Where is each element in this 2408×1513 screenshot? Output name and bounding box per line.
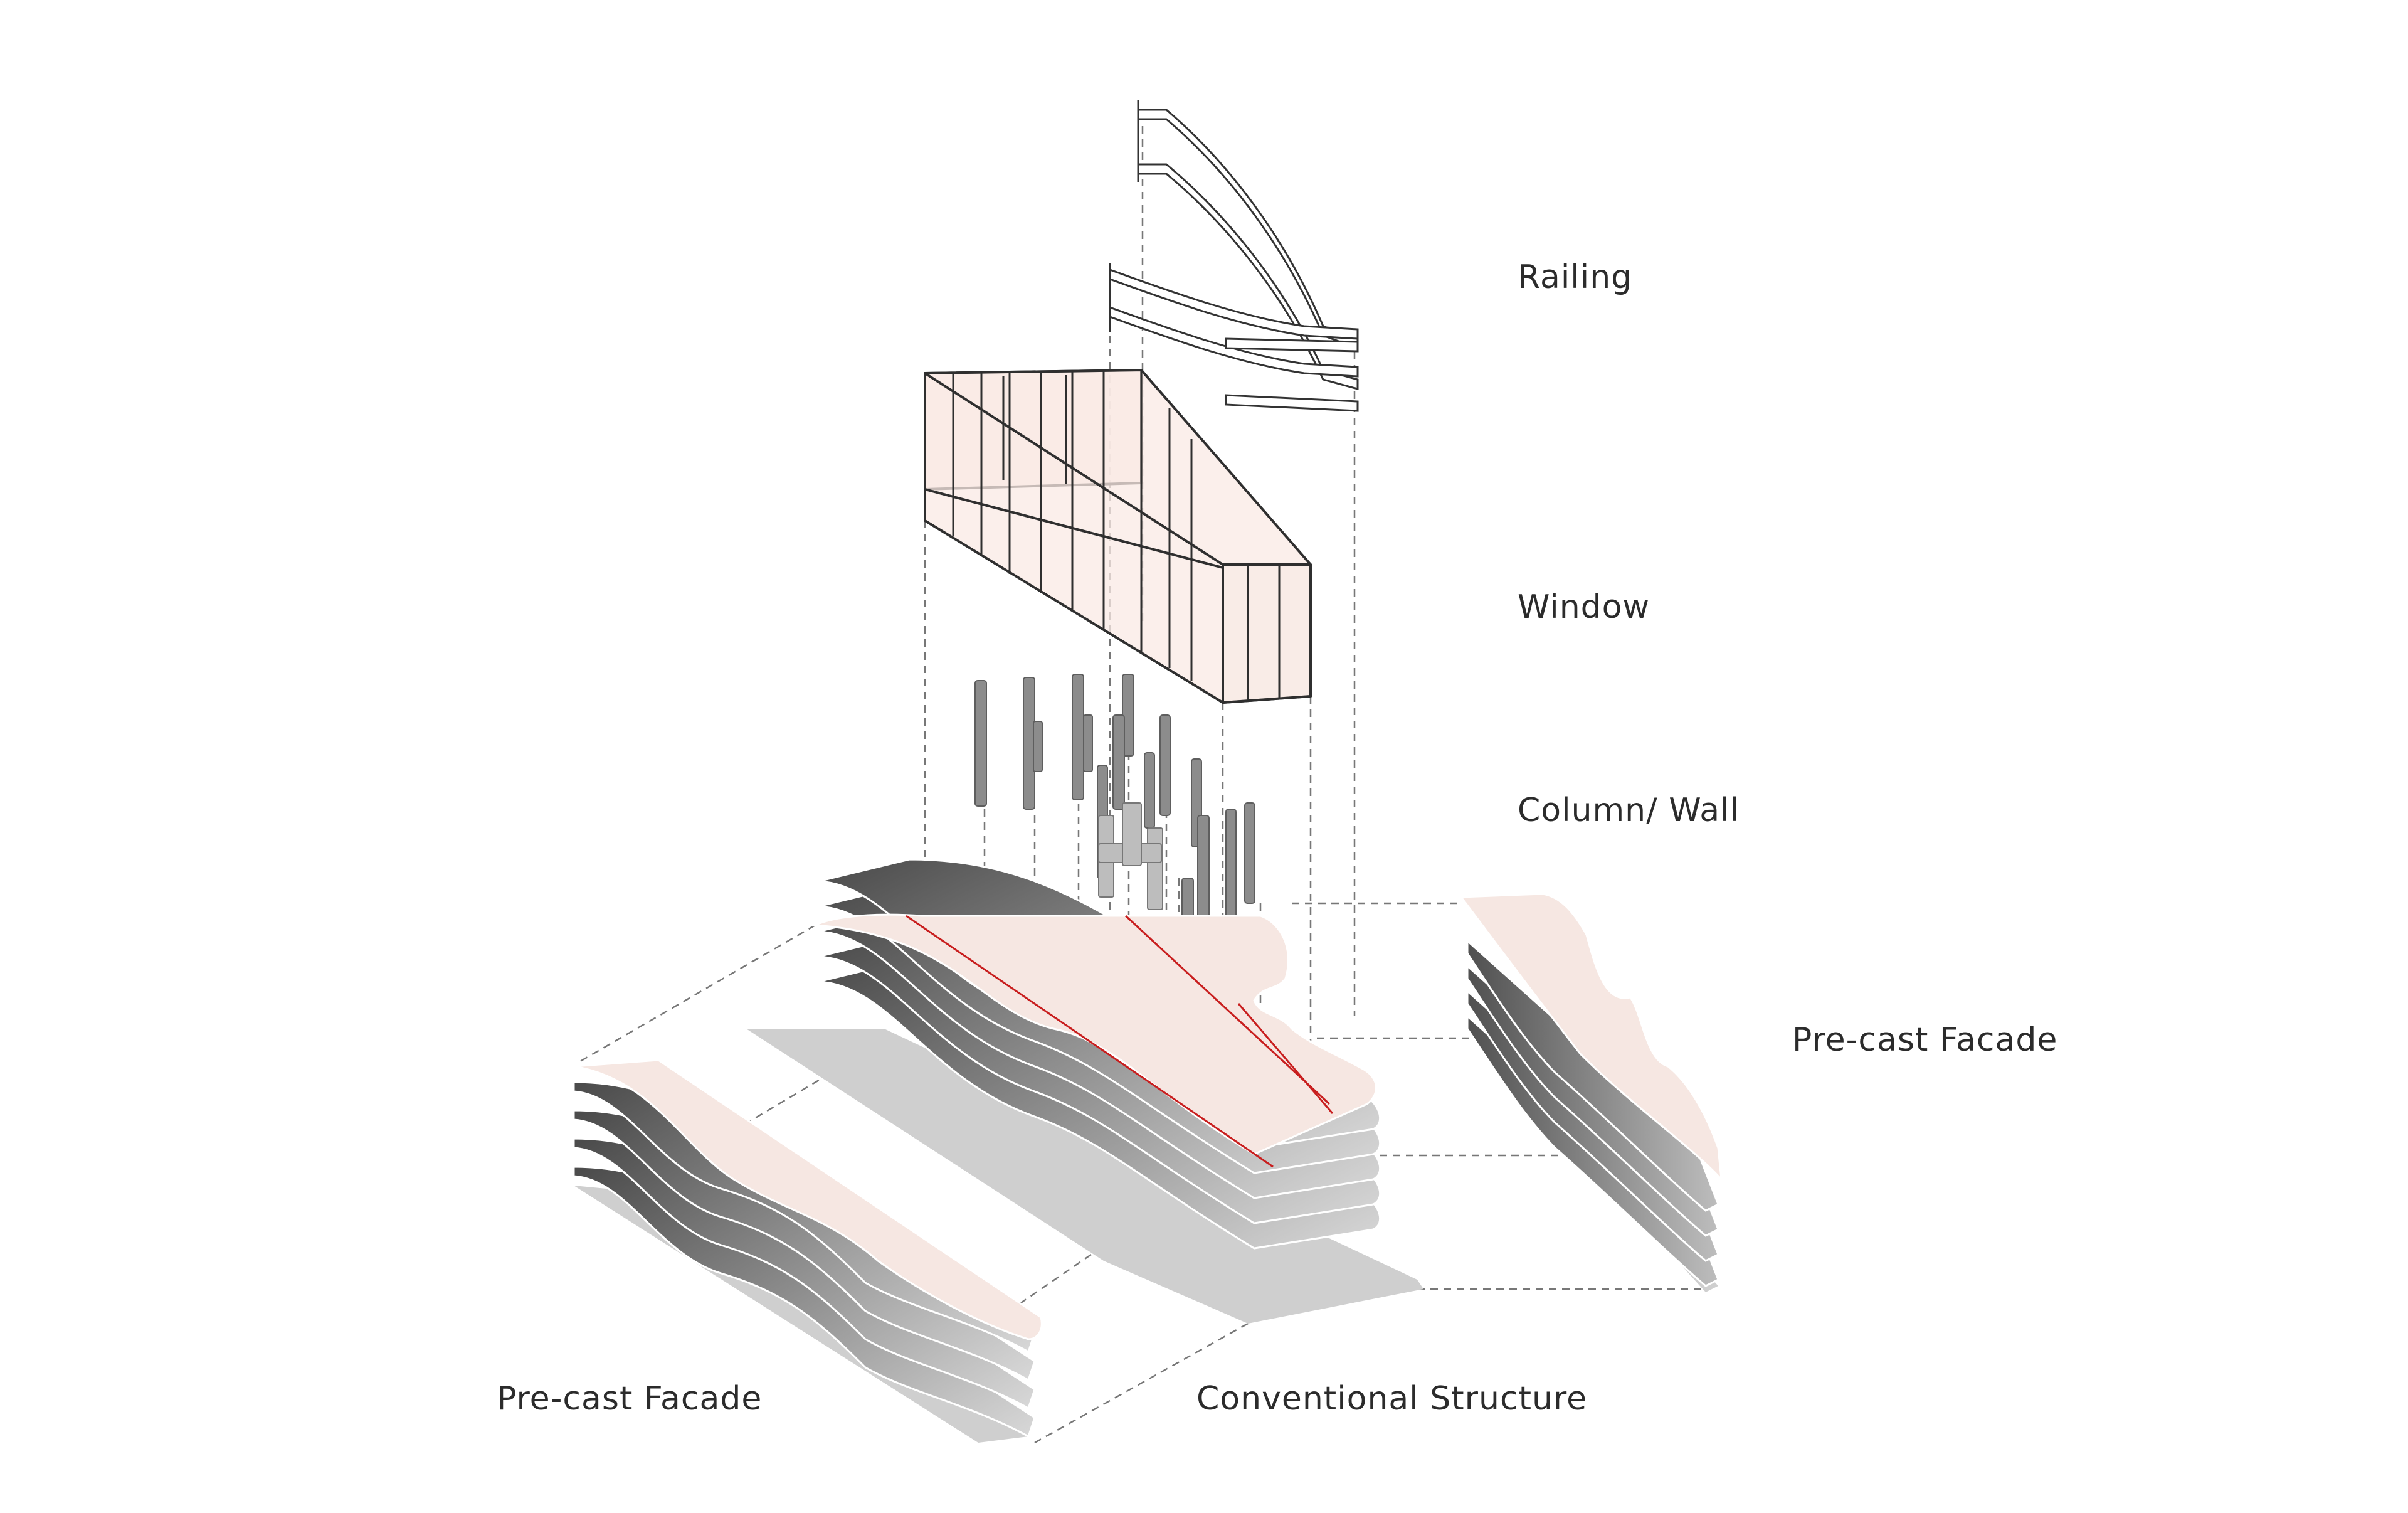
conventional-structure-component (746, 858, 1423, 1324)
label-precast-right: Pre-cast Facade (1792, 1021, 2058, 1059)
window-component (924, 369, 1312, 704)
column-wall-component (974, 674, 1255, 960)
label-conventional-structure: Conventional Structure (1196, 1380, 1588, 1418)
window-end-face (1222, 563, 1312, 704)
column (1083, 714, 1093, 772)
column (1159, 714, 1171, 816)
window-mullions (952, 370, 1281, 701)
precast-facade-left-component (573, 1059, 1043, 1443)
column (1072, 674, 1084, 800)
structural-grid-lines (906, 915, 1334, 1168)
railing-component (1109, 100, 1359, 412)
column (1033, 721, 1043, 772)
label-railing: Railing (1518, 258, 1633, 296)
wall-frame (1098, 802, 1163, 910)
precast-right-top (1459, 893, 1723, 1182)
label-column-wall: Column/ Wall (1518, 792, 1740, 829)
label-precast-left: Pre-cast Facade (497, 1380, 763, 1418)
precast-facade-right-component (1459, 893, 1723, 1292)
railing-lower (1109, 263, 1359, 412)
column (1112, 714, 1125, 810)
column (974, 680, 987, 807)
column (1244, 802, 1255, 904)
label-window: Window (1518, 588, 1650, 626)
top-slab (811, 913, 1377, 1155)
column (1225, 809, 1237, 923)
precast-left-top (573, 1059, 1043, 1340)
column (1144, 752, 1155, 829)
